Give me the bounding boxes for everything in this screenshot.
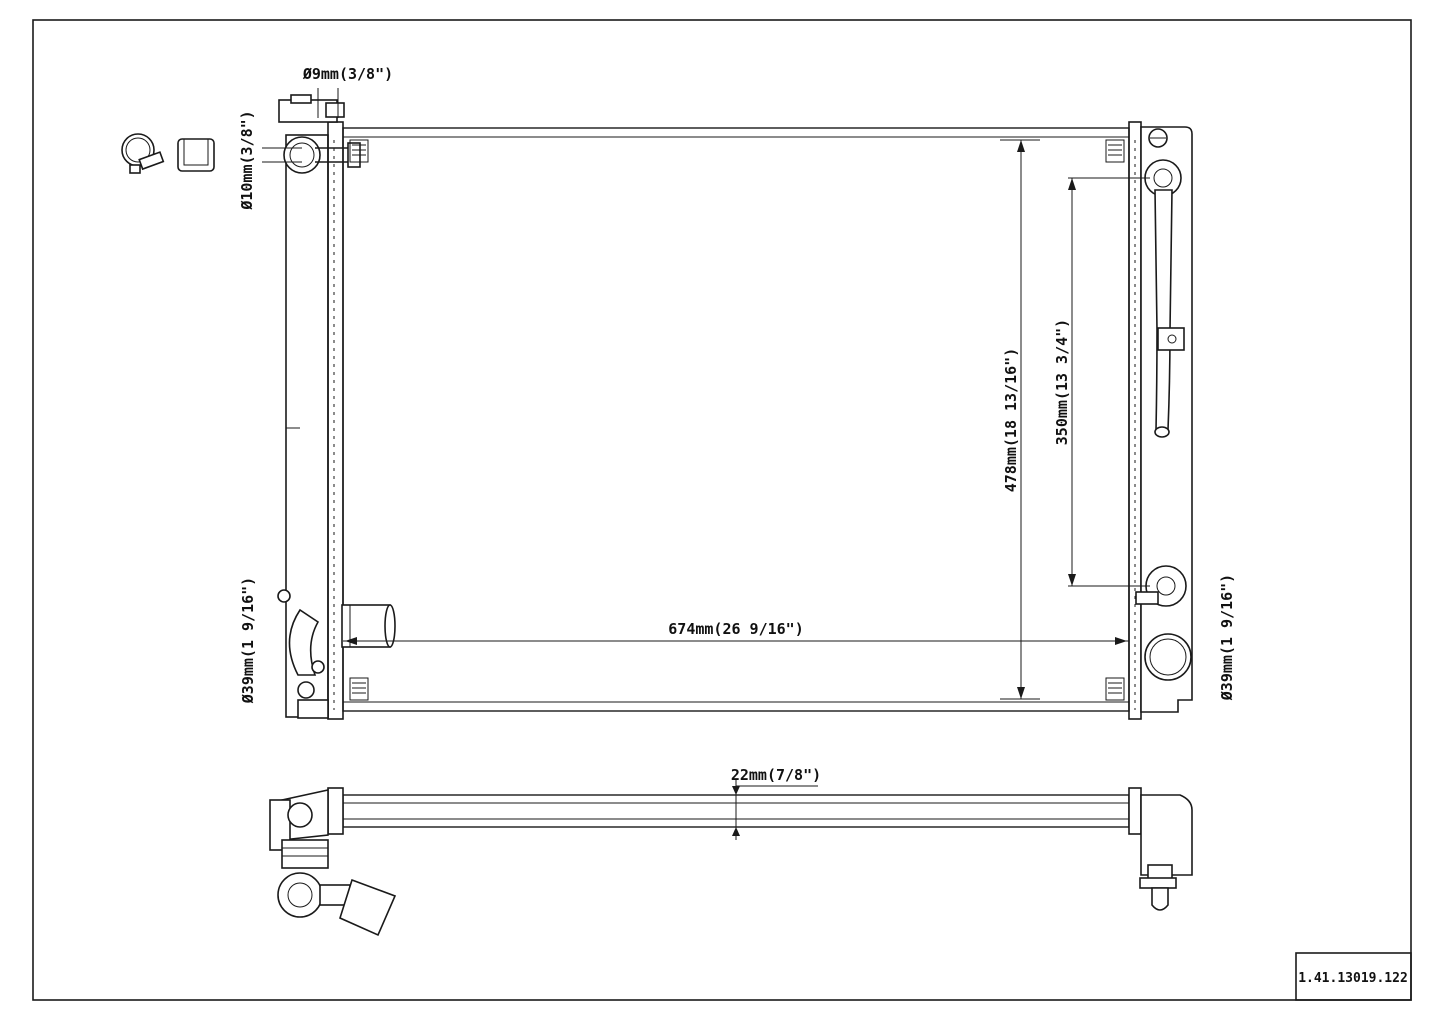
radiator-top-view: 22mm(7/8") <box>269 766 1193 937</box>
top-pipe-port <box>283 136 321 174</box>
core-width-label: 674mm(26 9/16") <box>668 620 803 638</box>
oil-cooler-spacing-label: 350mm(13 3/4") <box>1053 319 1071 445</box>
part-number: 1.41.13019.122 <box>1298 971 1408 986</box>
top-pipe-dimensions: Ø10mm(3/8") Ø9mm(3/8") <box>238 65 393 211</box>
core-width-dimension: 674mm(26 9/16") <box>343 620 1129 645</box>
top-inlet-label: Ø9mm(3/8") <box>302 65 393 83</box>
radiator-front-view: 478mm(18 13/16") 350mm(13 3/4") 674mm(26… <box>238 65 1236 720</box>
fin-springs <box>349 139 1125 701</box>
right-tank <box>1128 121 1193 720</box>
oil-cooler-line <box>1154 189 1173 431</box>
core-height-dimension: 478mm(18 13/16") <box>1000 139 1040 700</box>
left-tank-top-view <box>269 787 397 937</box>
right-tank-top-view <box>1128 787 1193 911</box>
left-lower-outlet <box>288 608 320 676</box>
left-lower-port-label: Ø39mm(1 9/16") <box>239 577 257 704</box>
left-tank <box>277 94 396 720</box>
drawing-border <box>32 19 1412 1001</box>
oil-cooler-spacing-dimension: 350mm(13 3/4") <box>1053 177 1150 587</box>
core-thickness-dimension: 22mm(7/8") <box>731 766 821 840</box>
right-lower-port <box>1144 633 1192 681</box>
core-thickness-label: 22mm(7/8") <box>731 766 821 784</box>
right-lower-port-label: Ø39mm(1 9/16") <box>1218 574 1236 701</box>
radiator-core <box>342 127 1130 712</box>
title-block: 1.41.13019.122 <box>1295 952 1412 1001</box>
accessory-icons <box>121 133 215 174</box>
hose-icon <box>177 138 215 172</box>
core-height-label: 478mm(18 13/16") <box>1002 348 1020 493</box>
hose-clamp-icon <box>121 133 165 174</box>
top-pipe-label: Ø10mm(3/8") <box>238 110 256 210</box>
